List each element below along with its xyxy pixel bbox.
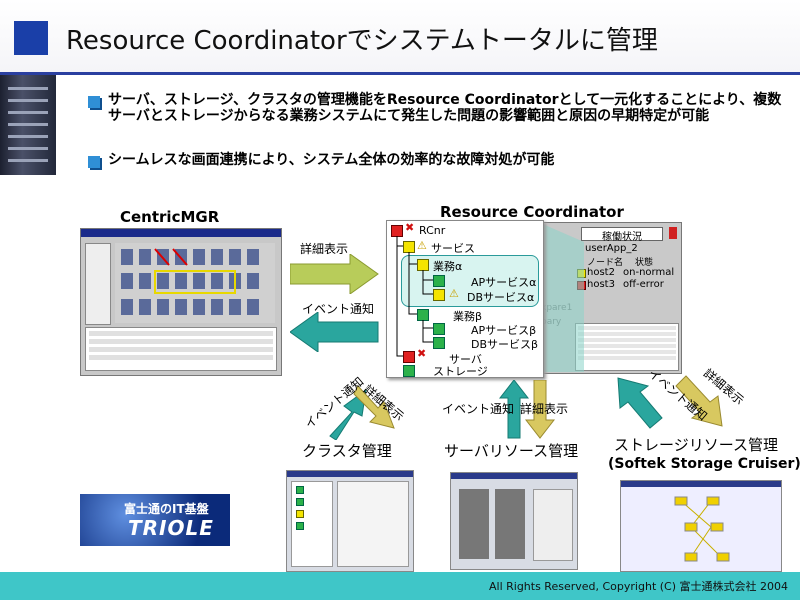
tree-root[interactable]: RCnr: [419, 224, 446, 237]
triole-wordmark: TRIOLE: [128, 516, 214, 540]
status-green-icon: [403, 365, 415, 377]
error-x-icon: ✖: [405, 221, 415, 234]
event-arrow: [290, 312, 379, 352]
rc-panel-row-node: host2: [587, 267, 615, 278]
warning-icon: ⚠: [417, 239, 427, 252]
storage-mgmt-sub: (Softek Storage Cruiser): [608, 456, 800, 472]
rc-panel-app: userApp_2: [585, 243, 638, 254]
rc-panel-row-state: on-normal: [623, 267, 675, 278]
status-green-icon: [433, 275, 445, 287]
storage-mgmt-label: ストレージリソース管理: [614, 436, 778, 454]
rc-panel-col-node: ノード名: [587, 258, 624, 268]
centricmgr-screenshot: [80, 228, 282, 376]
tree-job-beta[interactable]: 業務β: [453, 310, 483, 323]
rc-panel-row-state: off-error: [623, 279, 664, 290]
rc-panel-col-state: 状態: [635, 258, 654, 268]
footer-bar: [0, 572, 800, 600]
detail-arrow: [290, 254, 379, 294]
tree-server[interactable]: サーバ: [449, 353, 482, 366]
bullet-icon: [88, 156, 100, 168]
status-yellow-icon: [433, 289, 445, 301]
rc-panel-row-node: host3: [587, 279, 615, 290]
rc-tree-window: ✖ RCnr ⚠ サービス 業務α APサービスα ⚠ DBサービスα 業務β …: [386, 220, 544, 378]
server-detail-label: 詳細表示: [520, 402, 569, 416]
resource-coordinator-label: Resource Coordinator: [440, 203, 624, 221]
copyright-text: All Rights Reserved, Copyright (C) 富士通株式…: [488, 580, 788, 593]
event-arrow-label: イベント通知: [302, 302, 375, 316]
server-arrows: [498, 380, 556, 439]
status-green-icon: [433, 323, 445, 335]
detail-arrow-label: 詳細表示: [300, 242, 349, 256]
triole-logo: 富士通のIT基盤 TRIOLE: [80, 494, 230, 546]
tree-ap-alpha[interactable]: APサービスα: [471, 276, 537, 289]
bullet-1: サーバ、ストレージ、クラスタの管理機能をResource Coordinator…: [108, 92, 782, 124]
rc-panel-header: 稼働状況: [581, 227, 663, 243]
cluster-mgmt-label: クラスタ管理: [302, 442, 392, 460]
bullet-icon: [88, 96, 100, 108]
tree-storage[interactable]: ストレージ: [433, 365, 488, 378]
triole-tagline: 富士通のIT基盤: [124, 502, 209, 516]
title-divider: [0, 72, 800, 75]
bullet-2: シームレスな画面連携により、システム全体の効率的な故障対処が可能: [108, 152, 555, 168]
tree-db-beta[interactable]: DBサービスβ: [471, 338, 539, 351]
tree-connectors: [396, 236, 433, 357]
tree-service[interactable]: サービス: [431, 242, 475, 255]
server-mgmt-label: サーバリソース管理: [444, 442, 579, 460]
server-event-label: イベント通知: [442, 402, 515, 416]
warning-icon: ⚠: [449, 287, 459, 300]
server-rack-image: [0, 75, 56, 175]
centricmgr-label: CentricMGR: [120, 208, 220, 226]
status-red-icon: [403, 351, 415, 363]
error-x-icon: ✖: [417, 347, 427, 360]
title-bar: [0, 0, 800, 74]
rc-perspective-shading: [538, 222, 584, 372]
tree-job-alpha[interactable]: 業務α: [433, 260, 463, 273]
trash-icon: [669, 227, 677, 239]
status-green-icon: [433, 337, 445, 349]
cluster-mgmt-screenshot: [286, 470, 414, 572]
slide-title: Resource Coordinatorでシステムトータルに管理: [66, 26, 658, 56]
tree-ap-beta[interactable]: APサービスβ: [471, 324, 537, 337]
storage-mgmt-screenshot: [620, 480, 782, 572]
tree-db-alpha[interactable]: DBサービスα: [467, 291, 535, 304]
cluster-arrows: [329, 385, 395, 440]
title-square-icon: [14, 21, 48, 55]
server-mgmt-screenshot: [450, 472, 578, 570]
storage-arrows: [617, 375, 723, 429]
